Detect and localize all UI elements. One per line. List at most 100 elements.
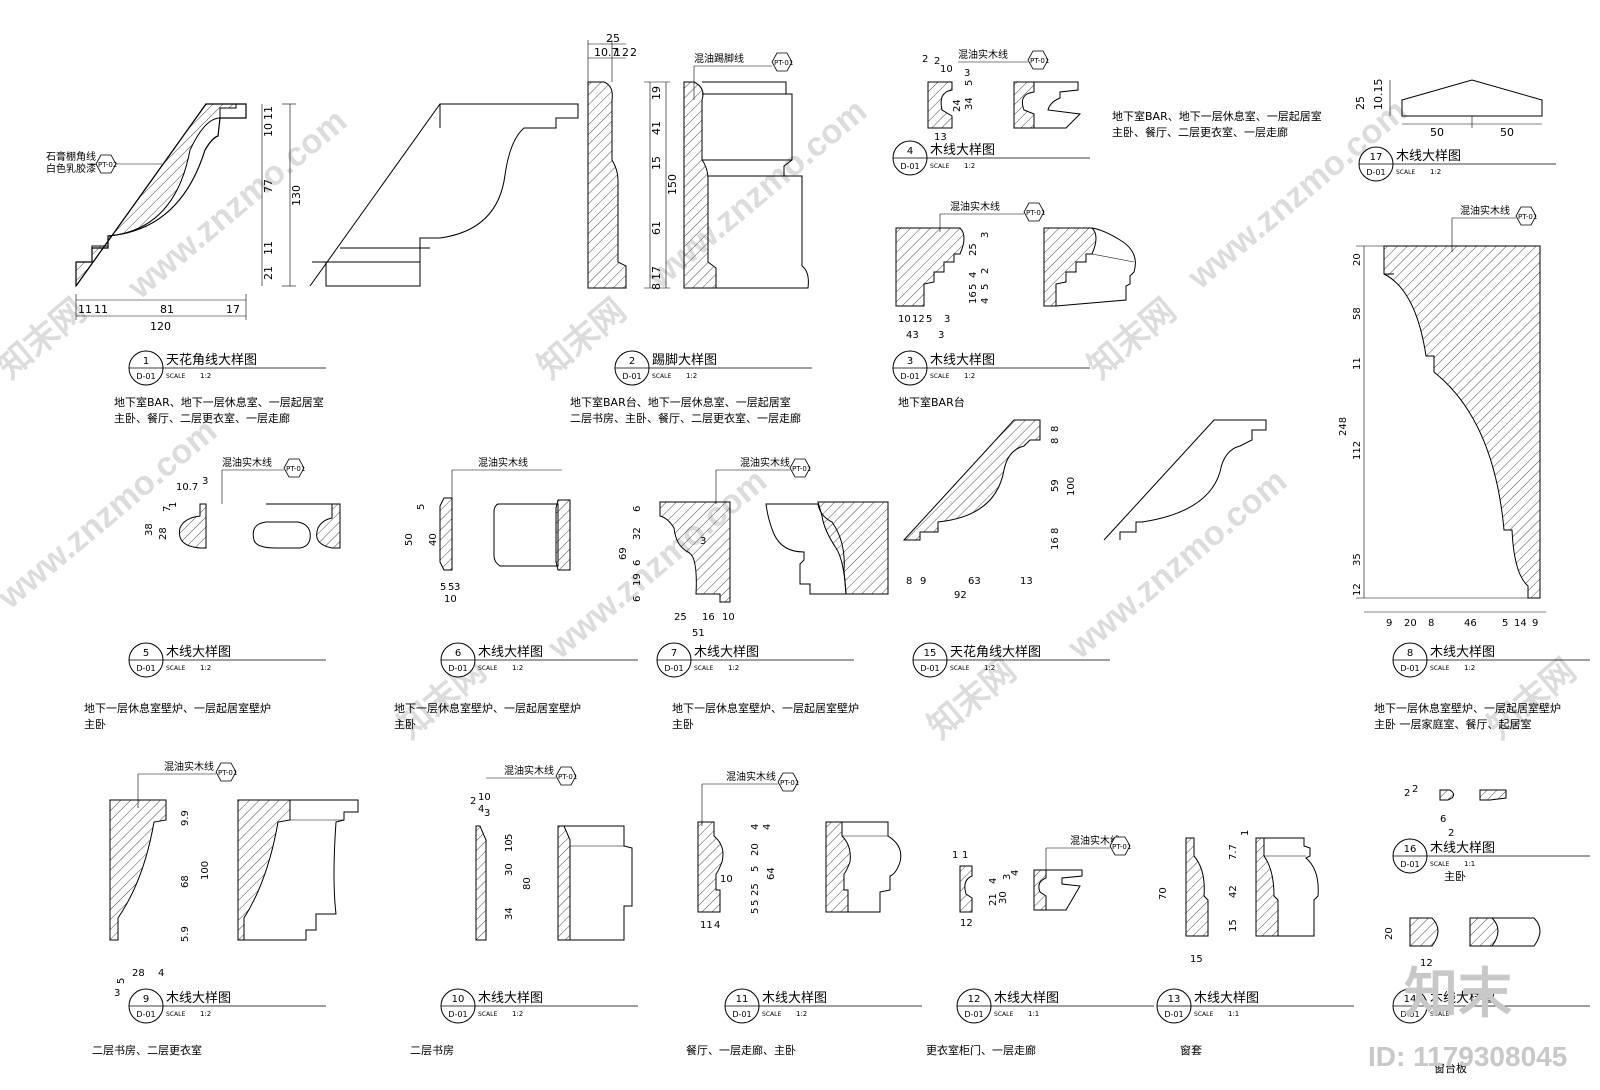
scale-label: SCALE [930, 163, 949, 170]
detail-14-labels: 20 12 [1384, 927, 1433, 969]
svg-text:2: 2 [1412, 784, 1418, 795]
detail-title: 木线大样图 [1430, 645, 1495, 660]
svg-text:1: 1 [614, 46, 621, 59]
top-note: 地下室BAR、地下一层休息室、一层起居室 主卧、餐厅、二层更衣室、一层走廊 [1112, 109, 1322, 139]
scale-value: 1:1 [1464, 860, 1475, 868]
svg-text:130: 130 [290, 185, 303, 206]
svg-text:15: 15 [1190, 954, 1203, 965]
skirting-section [587, 81, 627, 289]
detail-11-drawing [697, 821, 902, 913]
moulding-9-elevation [237, 799, 291, 941]
scale-label: SCALE [166, 1011, 185, 1018]
svg-text:混油踢脚线: 混油踢脚线 [694, 52, 744, 65]
svg-text:150: 150 [666, 174, 679, 195]
svg-text:15: 15 [650, 156, 663, 170]
svg-text:2: 2 [630, 46, 637, 59]
svg-text:40: 40 [428, 533, 439, 546]
svg-text:10: 10 [444, 594, 457, 605]
svg-text:白色乳胶漆: 白色乳胶漆 [46, 162, 96, 175]
detail-title: 木线大样图 [994, 991, 1059, 1006]
svg-text:77: 77 [262, 179, 275, 193]
brand-watermark: 知末 ID: 1179308045 [1368, 964, 1567, 1072]
svg-text:5: 5 [750, 908, 761, 914]
scale-label: SCALE [1396, 169, 1415, 176]
scale-label: SCALE [994, 1011, 1013, 1018]
svg-text:5: 5 [926, 314, 932, 325]
detail-title: 木线大样图 [166, 991, 231, 1006]
svg-text:4: 4 [968, 272, 979, 278]
svg-text:石膏棚角线: 石膏棚角线 [46, 150, 96, 163]
svg-text:混油实木线: 混油实木线 [950, 200, 1000, 213]
detail-title: 木线大样图 [478, 645, 543, 660]
svg-text:43: 43 [906, 330, 919, 341]
sheet-number: D-01 [664, 664, 683, 673]
svg-text:PT-01: PT-01 [218, 769, 237, 777]
detail-16-labels: 2 2 6 2 [1404, 784, 1454, 839]
scale-value: 1:2 [964, 372, 975, 380]
location-note: 地下室BAR台 [898, 395, 965, 409]
svg-text:3: 3 [1002, 874, 1013, 880]
moulding-7-elevation [817, 501, 889, 595]
svg-text:13: 13 [934, 132, 947, 143]
sheet-number: D-01 [1400, 1010, 1419, 1019]
scale-value: 1:2 [512, 1010, 523, 1018]
svg-text:混油实木线: 混油实木线 [504, 764, 554, 777]
svg-text:16: 16 [1050, 537, 1061, 550]
moulding-6-section [439, 497, 453, 571]
svg-text:25: 25 [750, 883, 761, 896]
sheet-number: D-01 [1164, 1010, 1183, 1019]
svg-text:30: 30 [998, 891, 1009, 904]
svg-text:PT-02: PT-02 [98, 161, 117, 169]
svg-text:2: 2 [980, 268, 991, 274]
scale-value: 1:2 [728, 664, 739, 672]
detail-13-drawing [1185, 837, 1319, 937]
detail-title: 木线大样图 [930, 353, 995, 368]
detail-4-labels: 2 2 10 5 24 34 13 3 混油实木线 PT-01 [922, 48, 1049, 143]
svg-text:28: 28 [158, 527, 169, 540]
detail-title: 木线大样图 [1194, 991, 1259, 1006]
detail-number: 7 [671, 648, 677, 659]
detail-15-labels: 8 8 59 100 16 8 8 9 63 13 92 [906, 426, 1077, 601]
cornice-elevation [309, 103, 579, 287]
scale-value: 1:2 [796, 1010, 807, 1018]
svg-text:25: 25 [606, 32, 620, 45]
svg-text:5: 5 [1502, 618, 1508, 629]
detail-number: 9 [143, 994, 149, 1005]
watermark-brand: 知末网 [1081, 291, 1184, 386]
svg-text:19: 19 [632, 573, 643, 586]
sheet-number: D-01 [1366, 168, 1385, 177]
sheet-number: D-01 [732, 1010, 751, 1019]
svg-text:混油实木线: 混油实木线 [740, 456, 790, 469]
moulding-4-section [927, 81, 953, 129]
svg-text:21: 21 [262, 266, 275, 280]
sheet-number: D-01 [622, 372, 641, 381]
svg-text:8: 8 [650, 283, 663, 290]
svg-text:10: 10 [940, 64, 953, 75]
svg-text:1: 1 [962, 850, 968, 861]
moulding-13-section [1185, 837, 1209, 937]
svg-text:7.7: 7.7 [1228, 844, 1239, 860]
svg-text:9: 9 [920, 576, 926, 587]
detail-13-labels: 1 7.7 70 42 15 15 [1158, 830, 1251, 965]
svg-text:13: 13 [1020, 576, 1033, 587]
svg-text:PT-01: PT-01 [558, 773, 577, 781]
svg-text:PT-01: PT-01 [1030, 57, 1049, 65]
svg-text:9: 9 [1386, 618, 1392, 629]
svg-text:34: 34 [504, 907, 515, 920]
svg-text:100: 100 [1066, 477, 1077, 496]
svg-text:112: 112 [1352, 441, 1363, 460]
detail-title: 木线大样图 [930, 143, 995, 158]
cornice-15-section [902, 419, 1041, 541]
svg-text:11: 11 [78, 303, 92, 316]
svg-text:1: 1 [952, 850, 958, 861]
svg-text:PT-01: PT-01 [774, 59, 793, 67]
svg-text:5: 5 [416, 504, 427, 510]
svg-text:120: 120 [150, 320, 171, 333]
svg-text:3: 3 [944, 314, 950, 325]
detail-1-drawing [75, 103, 579, 288]
sheet-number: D-01 [136, 1010, 155, 1019]
